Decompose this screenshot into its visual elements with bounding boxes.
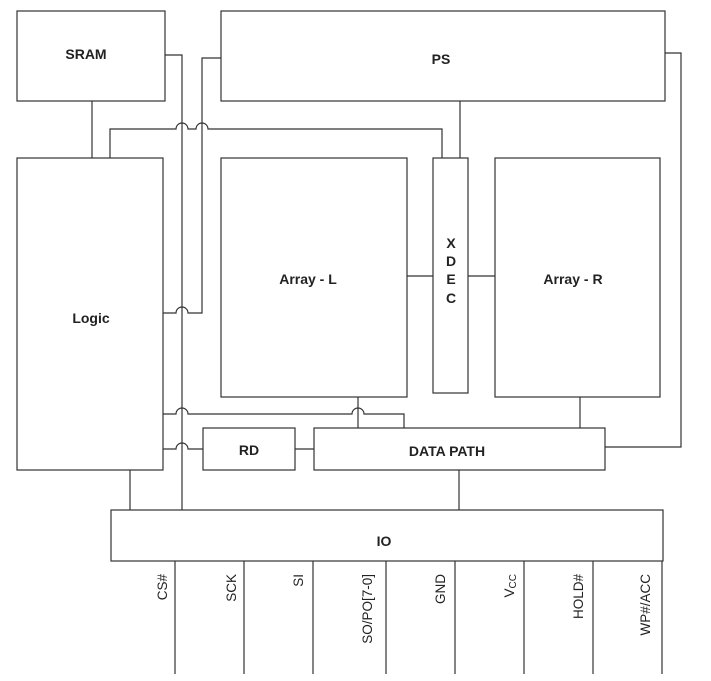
- pin-hold: HOLD#: [571, 574, 586, 620]
- block-xdec: X D E C: [432, 157, 469, 394]
- io-label: IO: [377, 533, 392, 549]
- xdec-letter-e: E: [446, 271, 455, 287]
- block-array-r: Array - R: [494, 157, 661, 398]
- pin-lines: [174, 561, 663, 674]
- block-array-l: Array - L: [220, 157, 408, 398]
- rd-label: RD: [239, 442, 259, 458]
- wire-ps-datapath: [605, 52, 682, 448]
- pin-sck: SCK: [224, 574, 239, 602]
- pin-labels: CS# SCK SI SO/PO[7-0] GND VCC HOLD# WP#/…: [155, 574, 653, 644]
- block-ps: PS: [220, 10, 666, 102]
- block-logic: Logic: [16, 157, 164, 471]
- block-data-path: DATA PATH: [313, 427, 606, 471]
- xdec-letter-c: C: [446, 290, 456, 306]
- ps-label: PS: [432, 51, 451, 67]
- logic-label: Logic: [72, 310, 110, 326]
- wire-logic-ps: [163, 57, 221, 314]
- wire-sram-io: [165, 54, 183, 510]
- xdec-letter-x: X: [446, 235, 456, 251]
- array-l-label: Array - L: [279, 271, 337, 287]
- wire-logic-xdec: [109, 122, 443, 158]
- wires: [91, 52, 682, 510]
- sram-label: SRAM: [65, 46, 106, 62]
- pin-gnd: GND: [433, 574, 448, 604]
- block-rd: RD: [202, 427, 296, 471]
- array-r-label: Array - R: [543, 271, 602, 287]
- pin-so-po: SO/PO[7-0]: [360, 574, 375, 644]
- wire-logic-rd: [163, 442, 203, 450]
- pin-cs: CS#: [155, 574, 170, 601]
- pin-vcc-sub: CC: [508, 574, 519, 588]
- pin-vcc-main: V: [502, 588, 517, 597]
- pin-vcc: VCC: [502, 574, 519, 597]
- block-sram: SRAM: [16, 10, 166, 102]
- xdec-letter-d: D: [446, 253, 456, 269]
- block-io: IO: [110, 509, 664, 562]
- pin-wp-acc: WP#/ACC: [638, 574, 653, 636]
- data-path-label: DATA PATH: [409, 443, 485, 459]
- wire-logic-bus: [163, 407, 405, 428]
- pin-si: SI: [291, 574, 306, 587]
